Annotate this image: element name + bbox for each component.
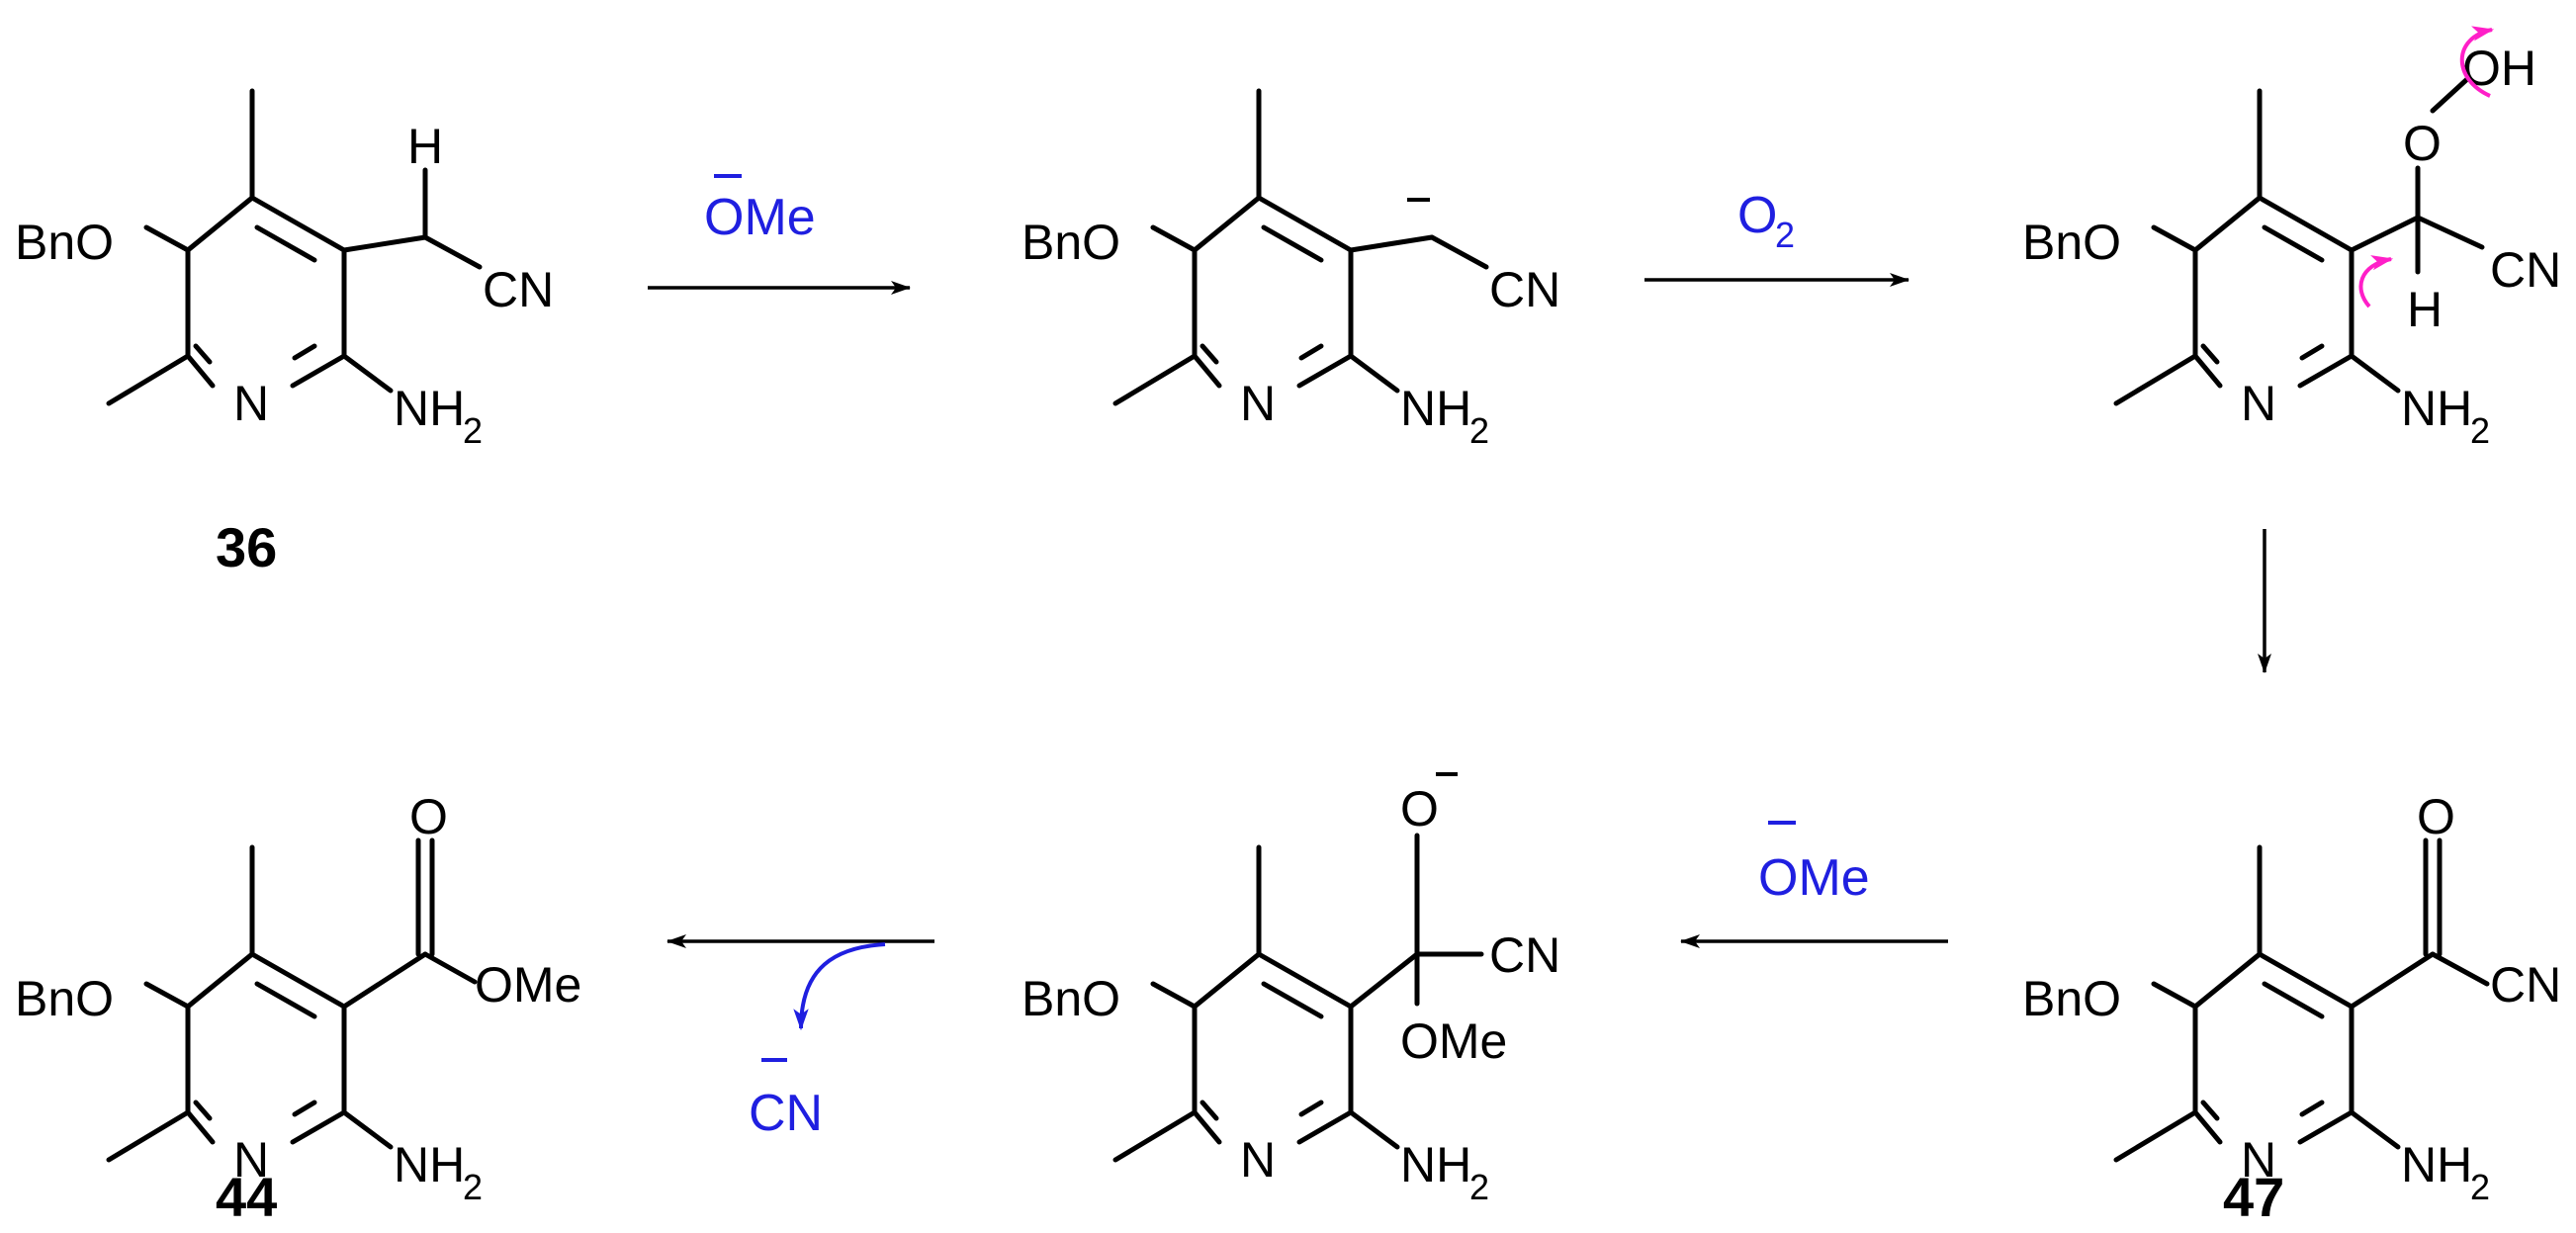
ring-n-label: N (1240, 376, 1276, 431)
cn-label: CN (483, 262, 554, 317)
bno-label: BnO (1022, 215, 1120, 270)
molecule-47: BnO N NH 2 CN O 47 (2022, 789, 2561, 1228)
nh2-subscript: 2 (2470, 1167, 2490, 1207)
nh2-label: NH (1400, 381, 1471, 436)
compound-number-47: 47 (2223, 1166, 2284, 1228)
ome-label: OMe (1400, 1013, 1507, 1069)
arrow-step1: OMe (648, 174, 911, 295)
nh2-subscript: 2 (463, 410, 483, 451)
bno-label: BnO (15, 215, 114, 270)
compound-number-44: 44 (216, 1166, 277, 1228)
nh2-label: NH (2401, 381, 2472, 436)
alkoxide-o-label: O (1400, 781, 1439, 837)
oh-label: OH (2462, 41, 2536, 96)
pyridine-ring-36 (106, 88, 483, 406)
molecule-tetrahedral: BnO N NH 2 CN O OMe (1022, 772, 1560, 1207)
peroxide-o-label: O (2403, 116, 2442, 171)
nh2-label: NH (2401, 1137, 2472, 1192)
arrow-step5: CN (666, 934, 934, 1142)
molecule-carbanion: BnO N NH 2 CN (1022, 88, 1560, 451)
ring-n-label: N (1240, 1132, 1276, 1188)
h-label: H (407, 119, 443, 174)
curved-arrow-ch-cleavage (2358, 255, 2394, 308)
cn-label: CN (2490, 957, 2561, 1013)
ester-o-label: O (409, 789, 448, 844)
curved-arrow-cn-leaving (793, 942, 886, 1031)
h-label: H (2407, 282, 2443, 337)
nh2-subscript: 2 (463, 1167, 483, 1207)
nh2-label: NH (394, 1137, 465, 1192)
cn-label: CN (1489, 927, 1560, 983)
nh2-label: NH (394, 381, 465, 436)
molecule-36: BnO N NH 2 H CN 36 (15, 88, 554, 578)
nh2-subscript: 2 (1469, 1167, 1489, 1207)
bno-label: BnO (2022, 215, 2121, 270)
nh2-subscript: 2 (1469, 410, 1489, 451)
bno-label: BnO (15, 971, 114, 1026)
nh2-subscript: 2 (2470, 410, 2490, 451)
ring-n-label: N (233, 376, 269, 431)
ome-label: OMe (475, 957, 581, 1013)
molecule-44: BnO N NH 2 O OMe 44 (15, 789, 581, 1228)
ketone-o-label: O (2417, 789, 2455, 844)
reagent-o2-subscript: 2 (1775, 215, 1795, 255)
molecule-hydroperoxide: BnO N NH 2 CN O OH H (2022, 26, 2561, 451)
reagent-ome-1: OMe (704, 189, 816, 246)
curved-arrow-oh-cleavage (2459, 26, 2495, 98)
reagent-cn-leaving: CN (749, 1085, 823, 1142)
cn-label: CN (1489, 262, 1560, 317)
compound-number-36: 36 (216, 516, 277, 578)
cn-label: CN (2490, 242, 2561, 298)
ring-n-label: N (2241, 376, 2276, 431)
reagent-ome-2: OMe (1758, 849, 1870, 907)
nh2-label: NH (1400, 1137, 1471, 1192)
bno-label: BnO (2022, 971, 2121, 1026)
bno-label: BnO (1022, 971, 1120, 1026)
arrow-step4: OMe (1680, 821, 1948, 948)
reagent-o2: O (1737, 187, 1777, 244)
ring-n-label: N (2241, 1132, 2276, 1188)
arrow-step2: O 2 (1644, 187, 1910, 287)
ring-n-label: N (233, 1132, 269, 1188)
